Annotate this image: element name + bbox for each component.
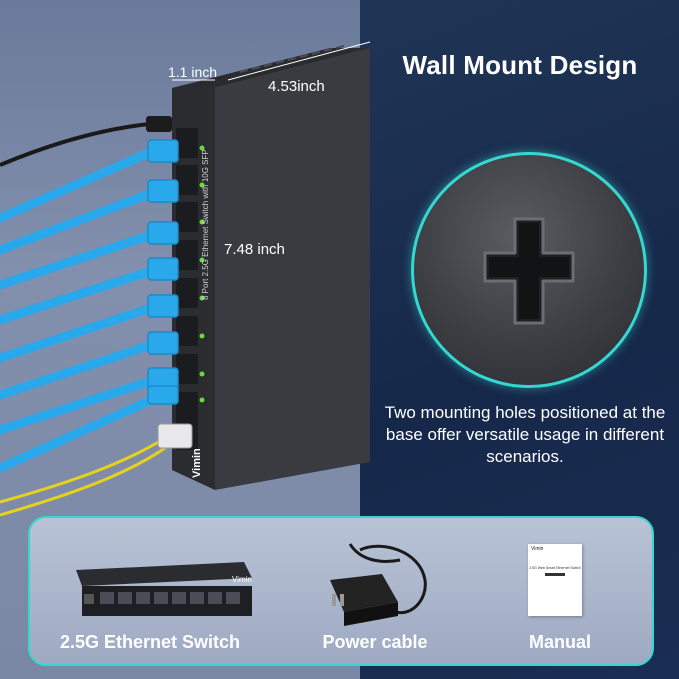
depth-dimension: 1.1 inch xyxy=(168,64,218,80)
switch-product-image: Vimin xyxy=(76,562,252,616)
power-adapter-image xyxy=(330,543,427,626)
manual-brand: Vimin xyxy=(531,546,544,552)
mounting-hole-closeup xyxy=(411,152,647,388)
manual-title: 2.5G Web Smart Ethernet Switch xyxy=(529,566,581,570)
product-brand: Vimin xyxy=(232,575,252,584)
package-item-power-label: Power cable xyxy=(322,632,428,652)
switch-brand: Vimin xyxy=(191,448,203,478)
height-dimension: 7.48 inch xyxy=(224,241,285,258)
package-contents-panel: Vimin Vimin 2.5G Web Smart Ethernet Swit… xyxy=(28,516,654,666)
page-title: Wall Mount Design xyxy=(402,50,638,80)
package-item-manual-label: Manual xyxy=(528,632,591,652)
switch-front-text: 8 Port 2.5G Ethernet Switch with 10G SFP xyxy=(201,149,210,300)
width-dimension: 4.53inch xyxy=(268,78,325,95)
keyhole-icon xyxy=(483,217,575,325)
mounting-description: Two mounting holes positioned at the bas… xyxy=(384,403,666,466)
package-item-switch-label: 2.5G Ethernet Switch xyxy=(59,632,241,652)
manual-image: Vimin 2.5G Web Smart Ethernet Switch xyxy=(528,544,582,616)
